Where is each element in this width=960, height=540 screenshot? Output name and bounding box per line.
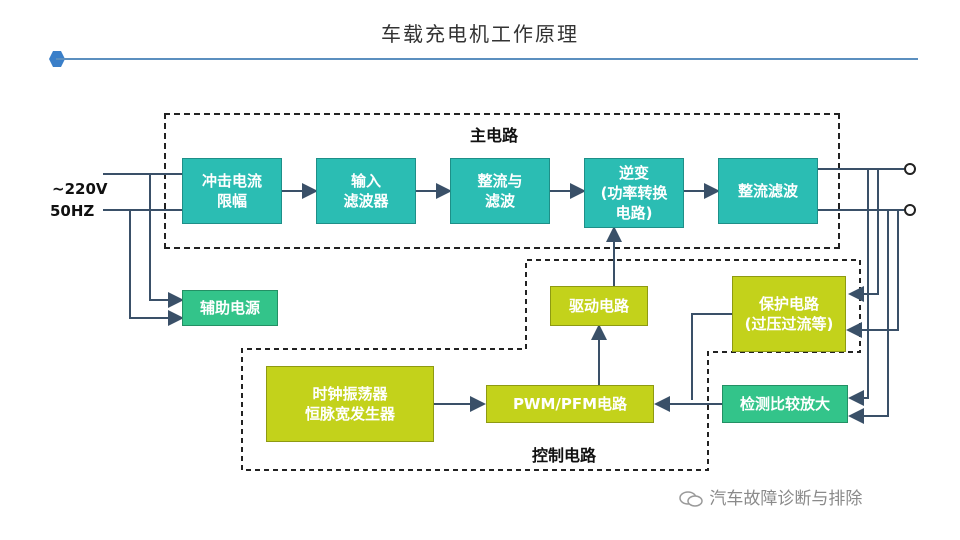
protection-block: 保护电路 (过压过流等) (732, 276, 846, 352)
watermark: 汽车故障诊断与排除 (678, 484, 862, 509)
input-filter-block: 输入 滤波器 (316, 158, 416, 224)
wechat-icon (678, 490, 704, 508)
detect-amplify-block: 检测比较放大 (722, 385, 848, 423)
oscillator-block: 时钟振荡器 恒脉宽发生器 (266, 366, 434, 442)
page-title: 车载充电机工作原理 (381, 22, 579, 46)
main-circuit-label: 主电路 (470, 126, 519, 145)
input-frequency-label: 50HZ (50, 202, 95, 220)
output-filter-block: 整流滤波 (718, 158, 818, 224)
control-circuit-label: 控制电路 (532, 446, 597, 465)
input-voltage-label: ~220V (52, 180, 108, 198)
watermark-text: 汽车故障诊断与排除 (709, 489, 863, 509)
control-circuit-region (241, 259, 861, 471)
surge-limit-block: 冲击电流 限幅 (182, 158, 282, 224)
inverter-block: 逆变 (功率转换 电路) (584, 158, 684, 228)
driver-block: 驱动电路 (550, 286, 648, 326)
rectify-filter-block: 整流与 滤波 (450, 158, 550, 224)
title-divider (56, 58, 918, 60)
aux-power-block: 辅助电源 (182, 290, 278, 326)
pwm-block: PWM/PFM电路 (486, 385, 654, 423)
main-circuit-region (164, 113, 840, 249)
